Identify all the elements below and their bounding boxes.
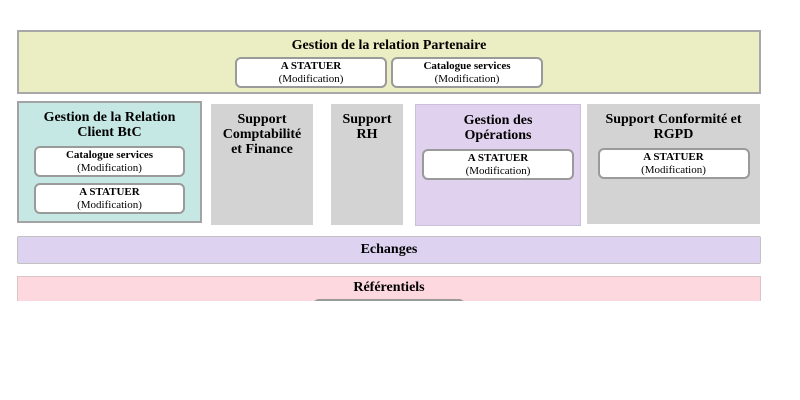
echanges-band: Echanges: [17, 236, 761, 264]
button-sublabel: (Modification): [278, 72, 344, 85]
button-label: A STATUER: [467, 151, 529, 164]
block-support-comptabilite-finance-title: Support Comptabilité et Finance: [222, 112, 302, 157]
a-statuer-button[interactable]: A STATUER (Modification): [235, 57, 387, 88]
button-label: A STATUER: [280, 59, 342, 72]
a-statuer-button[interactable]: A STATUER (Modification): [34, 183, 185, 214]
block-support-conformite-rgpd: Support Conformité et RGPD A STATUER (Mo…: [587, 104, 760, 224]
partner-relation-title: Gestion de la relation Partenaire: [291, 38, 487, 53]
block-gestion-operations-title: Gestion des Opérations: [463, 113, 533, 143]
block-support-rh-title: Support RH: [342, 112, 392, 142]
button-sublabel: (Modification): [434, 72, 500, 85]
referentiels-band: Référentiels: [17, 276, 761, 301]
catalogue-services-button[interactable]: Catalogue services (Modification): [34, 146, 185, 177]
partner-band-buttons: A STATUER (Modification) Catalogue servi…: [19, 57, 759, 88]
a-statuer-button[interactable]: A STATUER (Modification): [422, 149, 574, 180]
button-label: A STATUER: [643, 150, 704, 163]
a-statuer-button[interactable]: A STATUER (Modification): [597, 148, 750, 179]
block-support-conformite-rgpd-title: Support Conformité et RGPD: [605, 112, 742, 142]
block-client-btc: Gestion de la Relation Client BtC Catalo…: [17, 101, 202, 223]
referentiels-title: Référentiels: [353, 280, 425, 295]
button-label: A STATUER: [79, 185, 140, 198]
block-client-btc-title: Gestion de la Relation Client BtC: [43, 110, 176, 140]
partner-relation-band: Gestion de la relation Partenaire A STAT…: [17, 30, 761, 94]
referentiels-partial-button[interactable]: [313, 299, 465, 301]
button-sublabel: (Modification): [77, 161, 142, 174]
button-sublabel: (Modification): [77, 198, 142, 211]
echanges-title: Echanges: [360, 242, 418, 257]
catalogue-services-button[interactable]: Catalogue services (Modification): [391, 57, 543, 88]
button-label: Catalogue services: [423, 59, 511, 72]
block-support-rh: Support RH: [331, 104, 403, 225]
block-gestion-operations: Gestion des Opérations A STATUER (Modifi…: [415, 104, 581, 226]
button-sublabel: (Modification): [465, 164, 531, 177]
button-sublabel: (Modification): [641, 163, 706, 176]
button-label: Catalogue services: [65, 148, 154, 161]
block-support-comptabilite-finance: Support Comptabilité et Finance: [211, 104, 313, 225]
